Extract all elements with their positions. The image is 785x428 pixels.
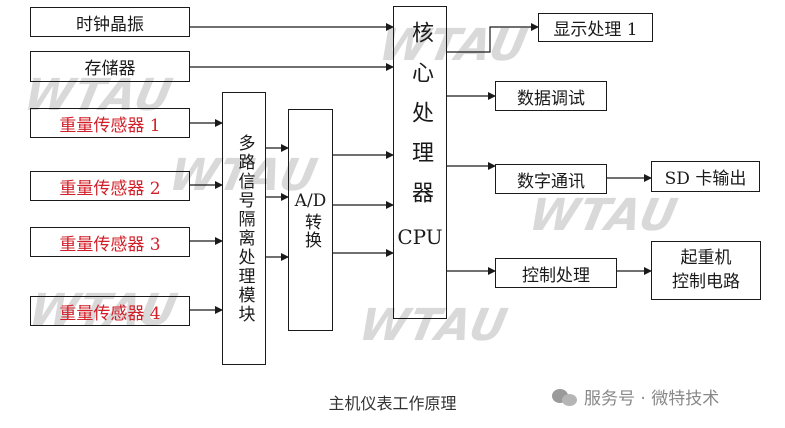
crane-control-circuit-box: 起重机 控制电路 [651, 241, 761, 300]
weight-sensor-2-box: 重量传感器 2 [30, 171, 190, 201]
memory-box: 存储器 [30, 51, 190, 82]
weight-sensor-4-box: 重量传感器 4 [30, 296, 190, 326]
core-processor-cpu-box: 核心处理器 CPU [393, 6, 447, 319]
wechat-icon [552, 387, 578, 407]
source-footer: 服务号 · 微特技术 [552, 384, 719, 409]
diagram-caption: 主机仪表工作原理 [328, 394, 457, 413]
arrow-cpu-display [447, 23, 539, 53]
weight-sensor-3-box: 重量传感器 3 [30, 227, 190, 257]
digital-comm-box: 数字通讯 [495, 164, 607, 194]
sd-card-output-box: SD 卡输出 [651, 161, 760, 192]
data-debug-box: 数据调试 [495, 81, 607, 111]
clock-crystal-box: 时钟晶振 [30, 7, 190, 37]
weight-sensor-1-box: 重量传感器 1 [30, 108, 190, 138]
ad-converter-box: A/D 转换 [288, 109, 333, 331]
display-processing-box: 显示处理 1 [538, 13, 653, 42]
control-processing-box: 控制处理 [495, 258, 617, 288]
footer-source-text: 服务号 · 微特技术 [584, 389, 720, 409]
signal-isolation-module-box: 多路信号隔离处理模块 [222, 92, 266, 365]
